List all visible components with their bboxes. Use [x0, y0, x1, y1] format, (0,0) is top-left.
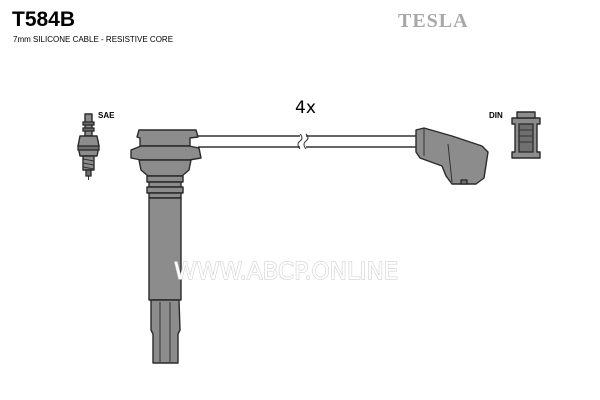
watermark: WWW.ABCP.ONLINE [174, 259, 398, 285]
part-number: T584B [12, 8, 75, 31]
coil-boot-connector [130, 129, 202, 364]
angled-distributor-connector [415, 127, 489, 185]
sae-label: SAE [98, 111, 115, 120]
brand-logo: TESLA [398, 10, 469, 32]
din-terminal-icon [511, 111, 541, 159]
quantity-label: 4x [295, 98, 316, 118]
cable-description: 7mm SILICONE CABLE - RESISTIVE CORE [13, 35, 173, 44]
din-label: DIN [489, 111, 503, 120]
ignition-cable [198, 133, 416, 150]
spark-plug-icon [77, 113, 100, 180]
